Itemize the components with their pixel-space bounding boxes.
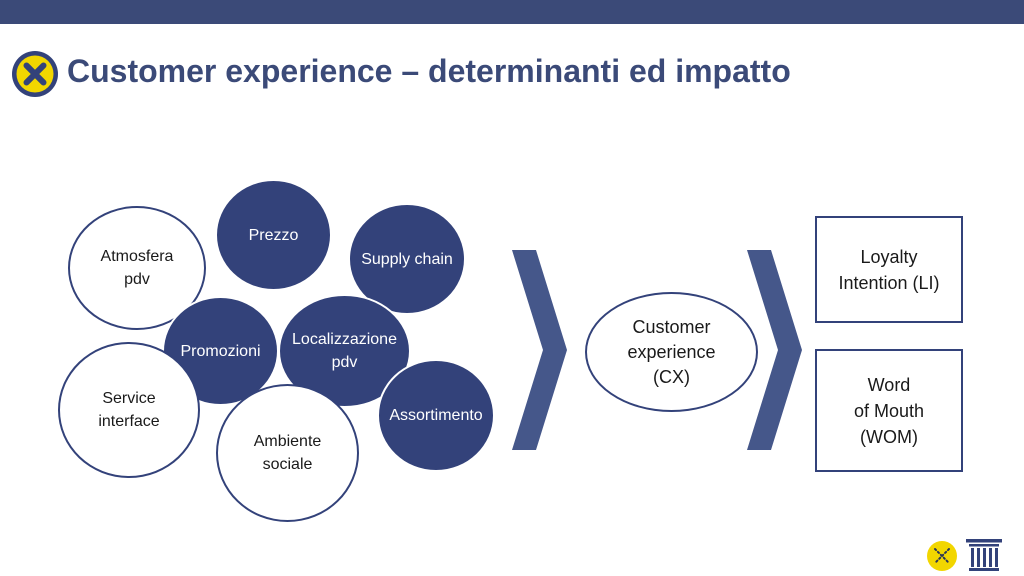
determinant-ambiente-sociale: Ambiente sociale [216, 384, 359, 522]
outcome-word-of-mouth: Word of Mouth (WOM) [815, 349, 963, 472]
determinant-service-interface: Service interface [58, 342, 200, 478]
customer-experience-node: Customer experience (CX) [585, 292, 758, 412]
determinant-supply-chain: Supply chain [348, 203, 466, 315]
outcome-loyalty-intention: Loyalty Intention (LI) [815, 216, 963, 323]
x-badge-icon [12, 51, 58, 97]
slide-title: Customer experience – determinanti ed im… [67, 53, 791, 89]
top-bar [0, 0, 1024, 24]
determinant-assortimento: Assortimento [377, 359, 495, 472]
chevron-right-icon [512, 250, 567, 450]
x-circle-logo-icon [927, 541, 957, 571]
chevron-right-icon [747, 250, 802, 450]
determinant-prezzo: Prezzo [215, 179, 332, 291]
temple-columns-icon [966, 539, 1002, 571]
